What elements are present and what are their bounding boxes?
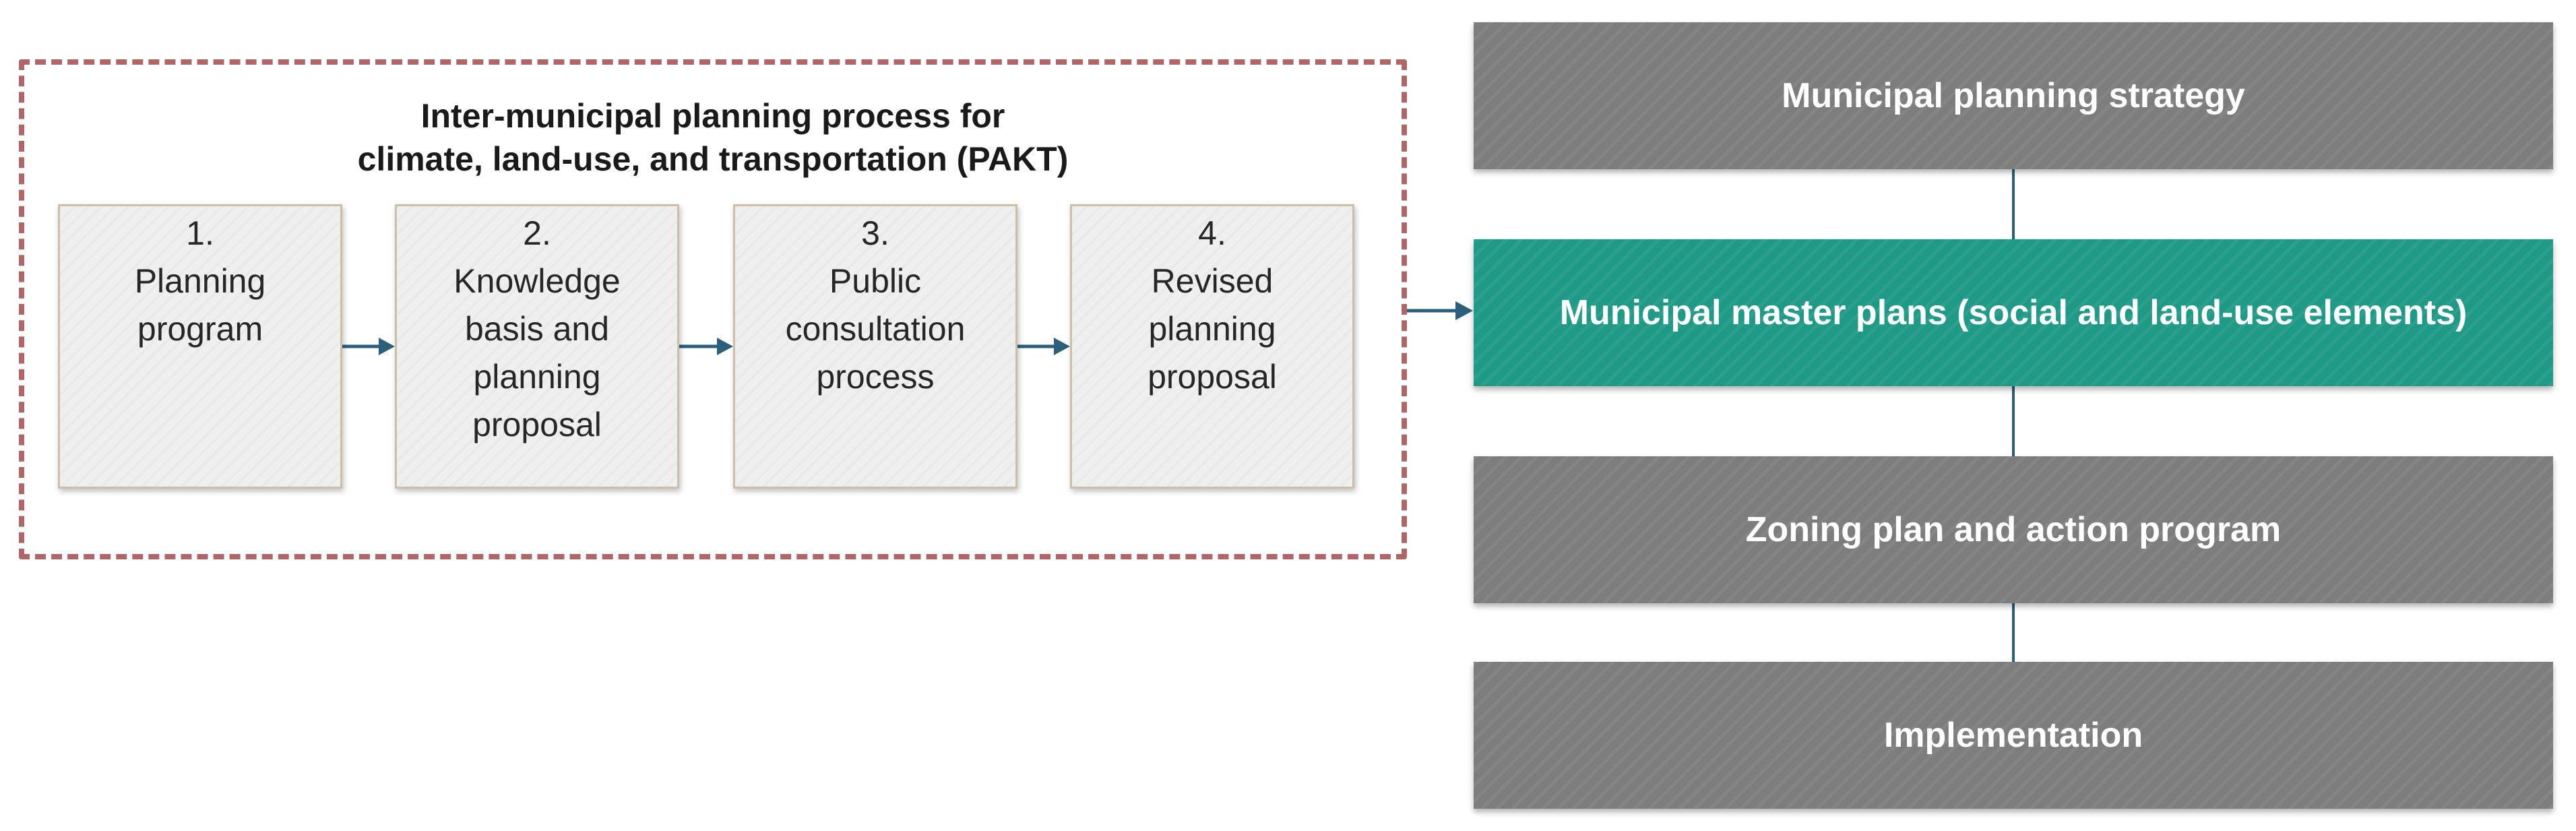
step-revised-proposal: 4. Revised planning proposal xyxy=(1070,204,1354,489)
step-label-line: proposal xyxy=(472,406,602,443)
bar-municipal-planning-strategy: Municipal planning strategy xyxy=(1474,22,2553,169)
step-number: 4. xyxy=(1198,214,1226,252)
step-number: 3. xyxy=(861,214,889,252)
step-knowledge-basis: 2. Knowledge basis and planning proposal xyxy=(395,204,679,489)
step-arrow-2-3 xyxy=(679,338,733,355)
pakt-title: Inter-municipal planning process for cli… xyxy=(19,94,1407,181)
step-label-line: Public xyxy=(829,262,922,300)
bar-municipal-master-plans: Municipal master plans (social and land-… xyxy=(1474,239,2553,386)
step-label-line: planning xyxy=(1148,310,1276,348)
step-label-line: process xyxy=(816,358,935,396)
pakt-to-master-plan-arrow xyxy=(1407,301,1473,320)
step-label-line: Revised xyxy=(1151,262,1274,300)
step-label-line: program xyxy=(137,310,263,348)
step-arrow-1-2 xyxy=(342,338,395,355)
step-label-line: basis and xyxy=(464,310,610,348)
step-label-line: Knowledge xyxy=(453,262,621,300)
pakt-title-line-1: Inter-municipal planning process for xyxy=(420,97,1005,135)
step-arrow-3-4 xyxy=(1017,338,1070,355)
bar-label: Municipal planning strategy xyxy=(1782,76,2245,115)
step-number: 1. xyxy=(186,214,214,252)
bar-label: Municipal master plans (social and land-… xyxy=(1559,293,2468,332)
pakt-process-frame xyxy=(19,59,1407,559)
step-label-line: planning xyxy=(473,358,601,396)
step-label-line: Planning xyxy=(134,262,266,300)
bar-label: Implementation xyxy=(1883,716,2143,755)
pakt-title-line-2: climate, land-use, and transportation (P… xyxy=(357,140,1069,178)
step-label-line: consultation xyxy=(785,310,966,348)
step-public-consultation: 3. Public consultation process xyxy=(733,204,1017,489)
bar-zoning-plan: Zoning plan and action program xyxy=(1474,456,2553,603)
step-number: 2. xyxy=(523,214,551,252)
step-label-line: proposal xyxy=(1148,358,1277,396)
step-planning-program: 1. Planning program xyxy=(58,204,342,489)
bar-label: Zoning plan and action program xyxy=(1745,510,2282,549)
bar-implementation: Implementation xyxy=(1474,662,2553,809)
